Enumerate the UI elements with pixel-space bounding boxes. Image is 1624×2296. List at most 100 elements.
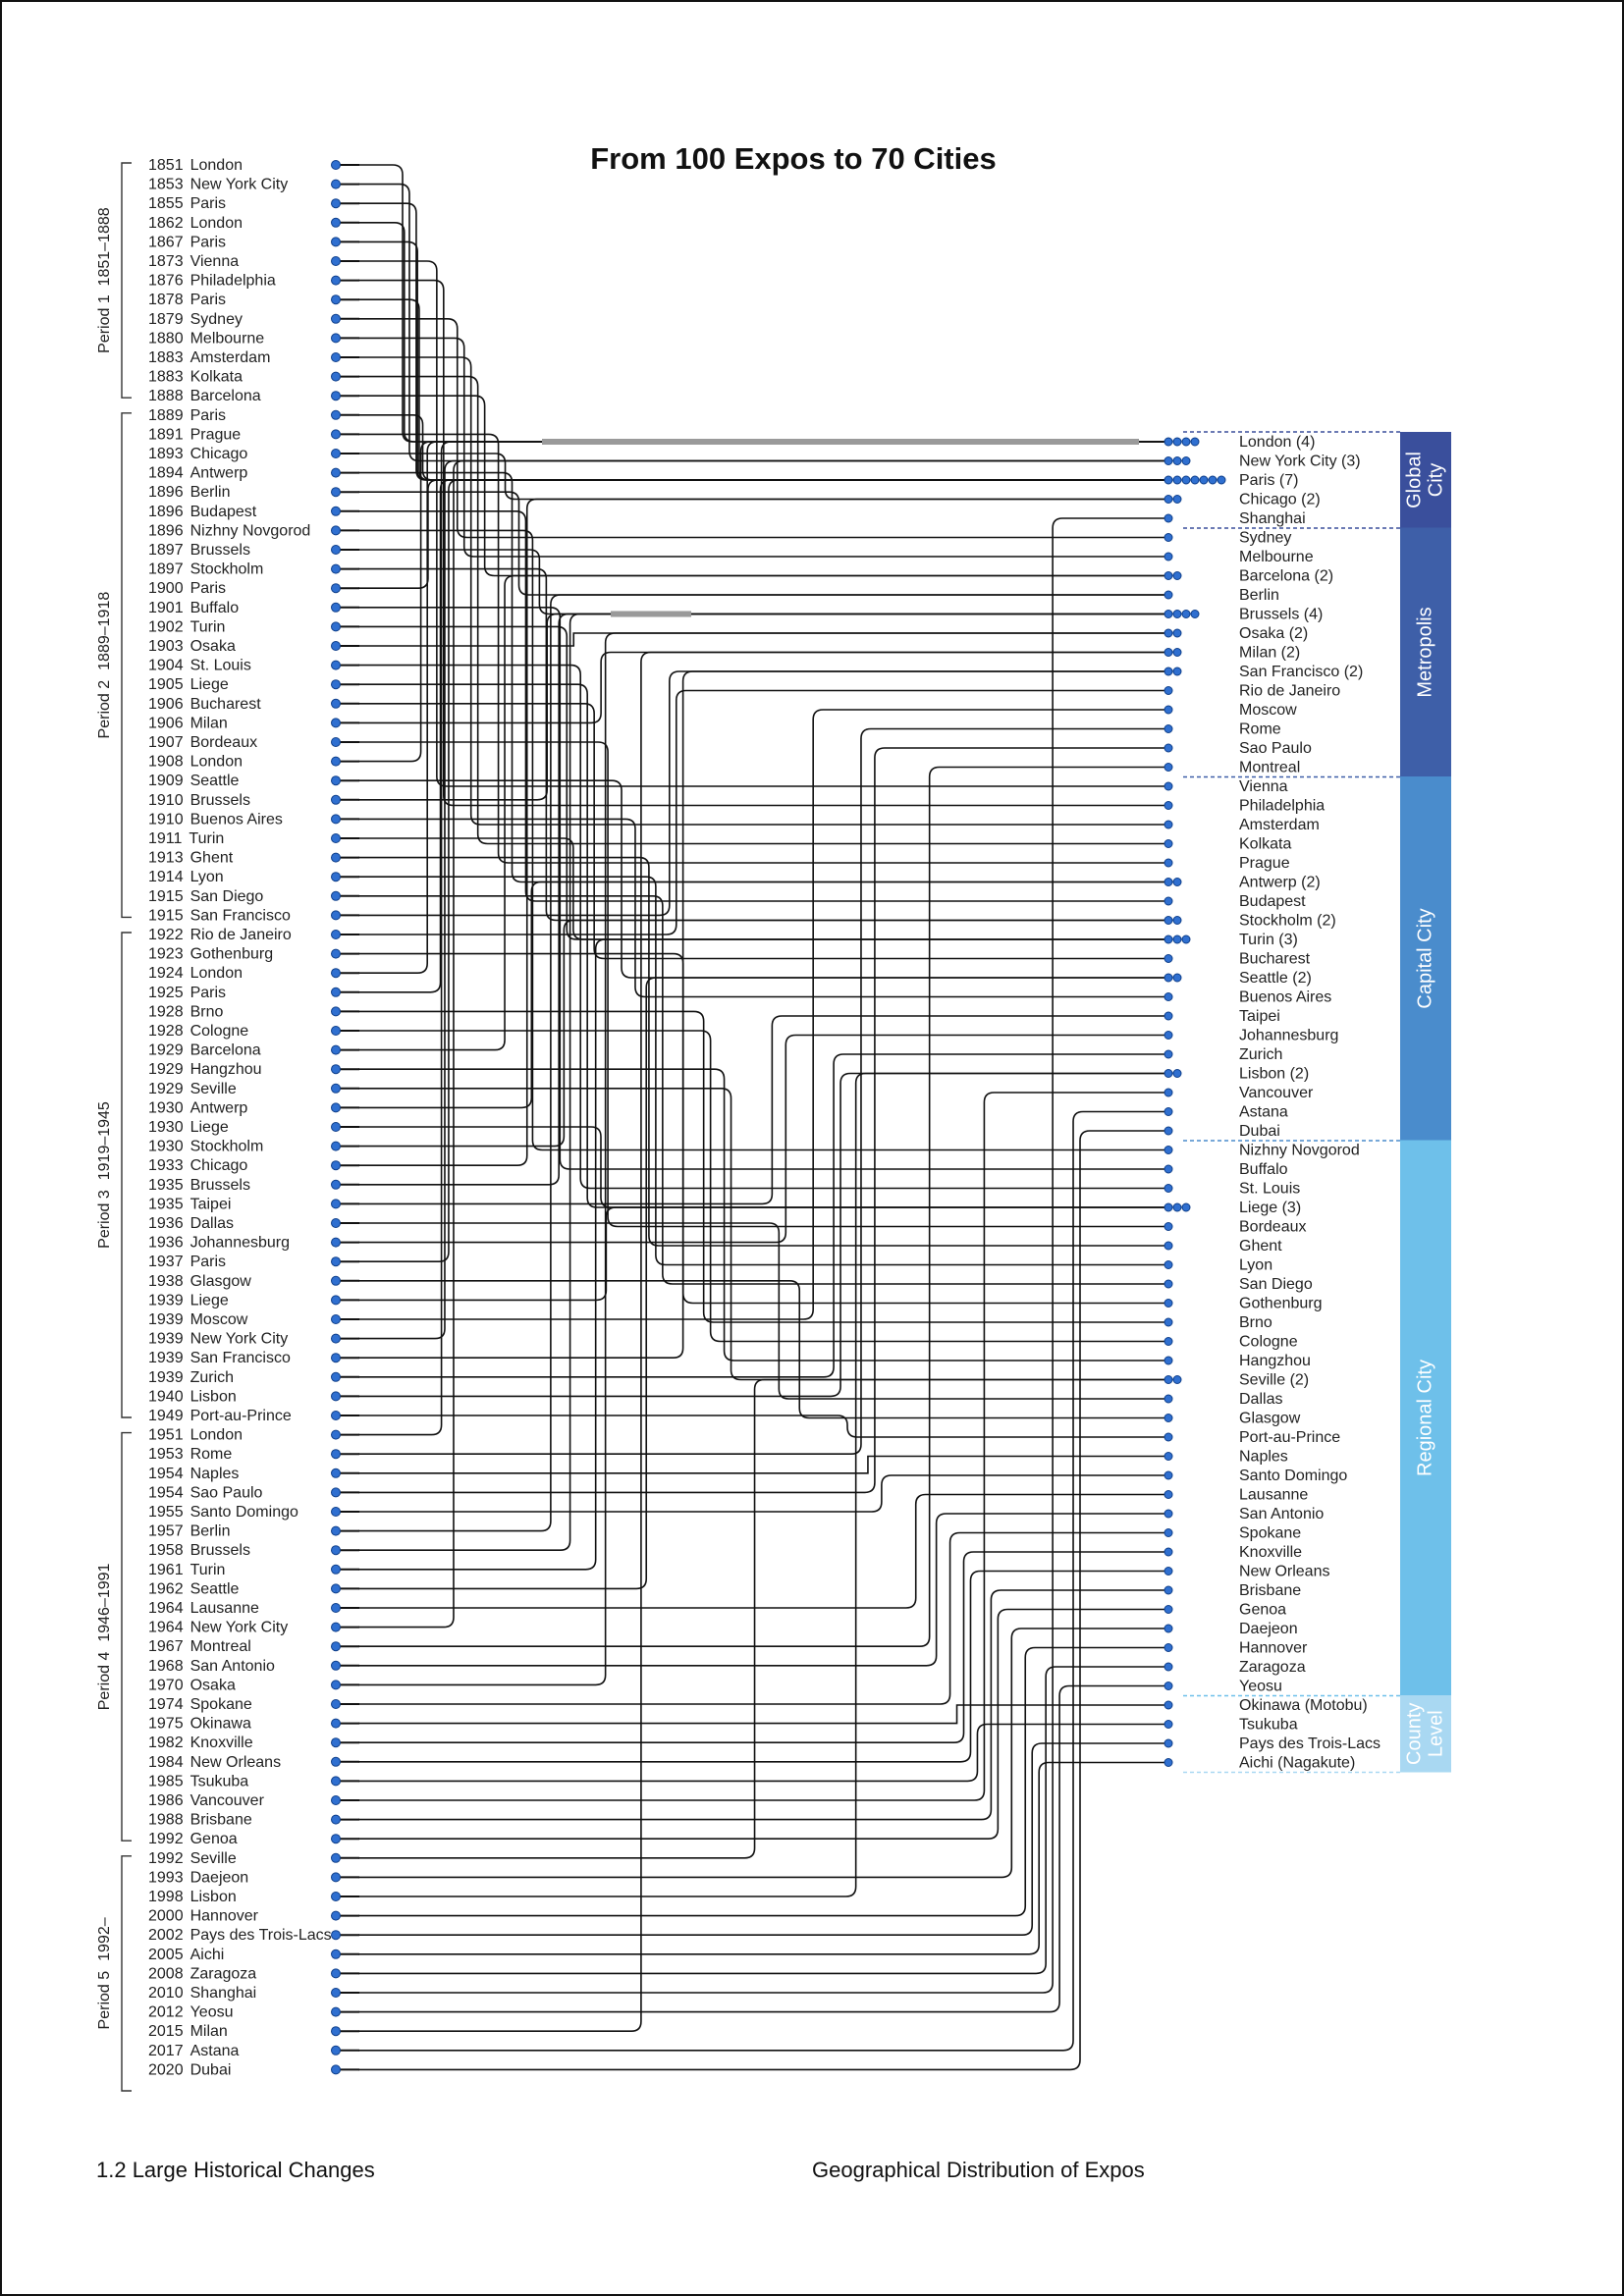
period-label: Period 11851–1888 xyxy=(96,207,113,353)
city-expo-dot xyxy=(1164,1260,1173,1269)
period-range: 1889–1918 xyxy=(96,592,113,670)
city-expo-dot xyxy=(1164,1738,1173,1748)
expo-dot xyxy=(331,1468,341,1478)
connector-line xyxy=(358,779,1166,979)
expo-city: Liege xyxy=(190,1292,229,1308)
expo-year: 1988 xyxy=(148,1812,184,1829)
expo-dot xyxy=(331,1411,341,1420)
expo-dot xyxy=(331,333,341,344)
expo-city: Lausanne xyxy=(190,1600,259,1617)
connector-line xyxy=(358,664,1166,1190)
expo-dot xyxy=(331,1353,341,1363)
category-label: Capital City xyxy=(1414,908,1435,1008)
connector-line xyxy=(358,1628,1166,1879)
expo-city: San Francisco xyxy=(190,1350,291,1366)
connector-line xyxy=(358,1415,1166,1438)
city-label: Milan (2) xyxy=(1239,645,1300,662)
city-label: Brisbane xyxy=(1239,1582,1301,1599)
expo-dot xyxy=(331,1199,341,1209)
expo-year: 1953 xyxy=(148,1446,184,1463)
city-label: London (4) xyxy=(1239,434,1315,451)
expo-year: 1922 xyxy=(148,927,184,943)
expo-dot xyxy=(331,833,341,843)
expo-dot xyxy=(331,660,341,670)
connector-line xyxy=(358,395,1166,577)
connector-line xyxy=(358,709,1166,1320)
expo-year: 1903 xyxy=(148,638,184,655)
expo-dot xyxy=(331,409,341,420)
expo-dot xyxy=(331,852,341,863)
city-expo-dot xyxy=(1164,1605,1173,1614)
city-label: Aichi (Nagakute) xyxy=(1239,1755,1355,1772)
expo-dot xyxy=(331,1525,341,1536)
city-expo-dot xyxy=(1164,552,1173,561)
city-expo-dot xyxy=(1164,1011,1173,1021)
city-expo-dot xyxy=(1208,475,1218,485)
expo-dot xyxy=(331,930,341,939)
expo-year: 1855 xyxy=(148,195,184,212)
city-expo-dot xyxy=(1164,1356,1173,1365)
city-label: Philadelphia xyxy=(1239,798,1325,815)
city-expo-dot xyxy=(1181,934,1191,944)
category-band xyxy=(1400,1140,1451,1696)
expo-city: Liege xyxy=(190,676,229,693)
expo-city: Moscow xyxy=(190,1311,248,1328)
expo-year: 1862 xyxy=(148,215,184,232)
connector-line xyxy=(358,183,1166,462)
city-expo-dot xyxy=(1164,1049,1173,1059)
connector-line xyxy=(358,670,1166,917)
city-expo-dot xyxy=(1164,533,1173,542)
connector-line xyxy=(358,222,1166,443)
expo-city: Brussels xyxy=(190,1177,250,1194)
connector-line xyxy=(358,1723,1166,1783)
expo-year: 2002 xyxy=(148,1927,184,1944)
city-expo-dot xyxy=(1164,648,1173,657)
city-expo-dot xyxy=(1199,475,1209,485)
expo-year: 1958 xyxy=(148,1542,184,1559)
connector-line xyxy=(358,613,1166,1186)
expo-city: Lyon xyxy=(190,869,224,885)
connector-line xyxy=(358,459,1166,1629)
expo-year: 1896 xyxy=(148,484,184,501)
period-range: 1946–1991 xyxy=(96,1563,113,1641)
expo-city: Seville xyxy=(190,1850,237,1867)
connector-line xyxy=(358,1531,1166,1705)
expo-dot xyxy=(331,2064,341,2075)
period-label: Period 51992– xyxy=(96,1917,113,2029)
city-label: Paris (7) xyxy=(1239,472,1298,489)
expo-city: Paris xyxy=(190,407,226,424)
expo-year: 1929 xyxy=(148,1042,184,1059)
city-label: Moscow xyxy=(1239,702,1297,719)
expo-year: 1949 xyxy=(148,1408,184,1424)
expo-year: 2000 xyxy=(148,1908,184,1925)
expo-dot xyxy=(331,1237,341,1248)
connector-line xyxy=(358,1088,1166,1381)
city-expo-dot xyxy=(1164,1337,1173,1346)
connector-line xyxy=(358,1110,1166,2052)
expo-city: Seattle xyxy=(190,773,240,789)
expo-year: 1908 xyxy=(148,754,184,771)
expo-city: Sao Paulo xyxy=(190,1484,263,1501)
city-label: Bordeaux xyxy=(1239,1219,1307,1236)
connector-line xyxy=(358,689,1166,935)
city-label: Chicago (2) xyxy=(1239,492,1321,508)
city-expo-dot xyxy=(1190,475,1200,485)
connector-line xyxy=(358,1474,1166,1513)
city-expo-dot xyxy=(1164,475,1173,485)
expo-city: Barcelona xyxy=(190,1042,261,1059)
expo-year: 1924 xyxy=(148,965,184,982)
connector-line xyxy=(358,952,1166,1305)
city-expo-dot xyxy=(1164,896,1173,906)
category-band xyxy=(1400,1695,1451,1773)
